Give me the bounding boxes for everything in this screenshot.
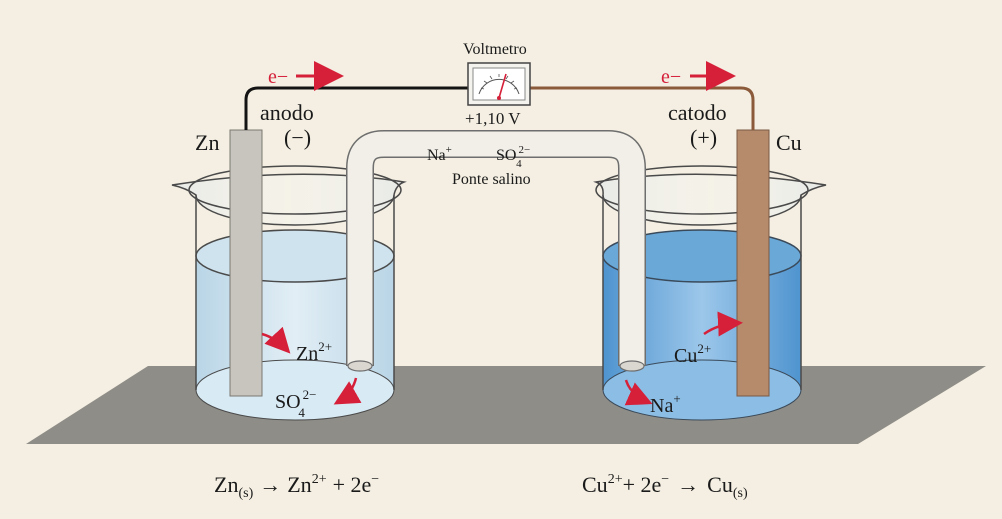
right-bridge-plug bbox=[619, 360, 645, 372]
left-bridge-plug bbox=[347, 360, 373, 372]
zn-ion-label: Zn2+ bbox=[296, 339, 332, 365]
anode-metal-label: Zn bbox=[195, 130, 219, 155]
anode-equation: Zn(s)→Zn2++ 2e− bbox=[214, 472, 379, 501]
voltmeter bbox=[467, 62, 531, 106]
sulfate-ion-arrow bbox=[333, 377, 362, 405]
bridge-cation: Na+ bbox=[427, 144, 452, 164]
left-wire bbox=[244, 86, 468, 130]
na-ion-arrow bbox=[624, 379, 653, 406]
voltmeter-reading: +1,10 V bbox=[465, 109, 521, 128]
anode-label: anodo bbox=[260, 100, 314, 125]
cathode-label: catodo bbox=[668, 100, 727, 125]
right-wire bbox=[530, 86, 755, 130]
anode-sign: (−) bbox=[284, 125, 311, 150]
na-ion-label: Na+ bbox=[650, 391, 681, 417]
lab-bench bbox=[26, 366, 986, 444]
voltmeter-ticks bbox=[480, 74, 518, 90]
salt-bridge-label: Ponte salino bbox=[452, 171, 531, 188]
left-electron-label: e− bbox=[268, 66, 288, 88]
cu-ion-arrow bbox=[703, 311, 743, 337]
zn-ion-arrow bbox=[261, 326, 291, 354]
cathode-sign: (+) bbox=[690, 125, 717, 150]
cathode-metal-label: Cu bbox=[776, 130, 802, 155]
zinc-electrode bbox=[229, 129, 263, 397]
voltmeter-needle bbox=[498, 73, 507, 99]
cathode-equation: Cu2++ 2e−→Cu(s) bbox=[582, 472, 748, 501]
voltmeter-title: Voltmetro bbox=[463, 41, 527, 58]
salt-bridge bbox=[346, 130, 646, 372]
cu-ion-label: Cu2+ bbox=[674, 341, 711, 367]
right-electron-label: e− bbox=[661, 66, 681, 88]
copper-electrode bbox=[736, 129, 770, 397]
